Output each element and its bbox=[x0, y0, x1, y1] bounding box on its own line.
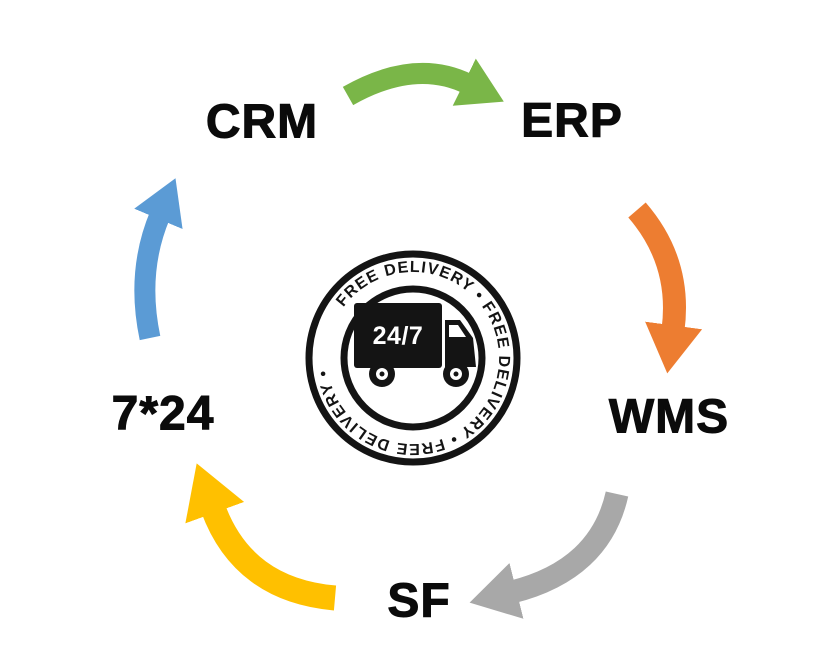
node-label-crm: CRM bbox=[205, 95, 319, 149]
truck-wheel-rear-hub bbox=[379, 371, 385, 377]
node-label-support: 7*24 bbox=[111, 387, 215, 441]
truck-wheel-front-hub bbox=[453, 371, 459, 377]
node-label-sf: SF bbox=[387, 574, 451, 628]
truck-box bbox=[354, 303, 442, 368]
arrow-sf-to-support bbox=[185, 463, 337, 611]
delivery-truck-icon: 24/7 bbox=[354, 303, 476, 387]
truck-247-label: 24/7 bbox=[373, 322, 424, 350]
node-label-erp: ERP bbox=[521, 94, 623, 148]
node-label-wms: WMS bbox=[608, 390, 730, 444]
arrow-crm-to-erp bbox=[342, 58, 504, 106]
arrow-erp-to-wms bbox=[628, 202, 703, 374]
free-delivery-badge: FREE DELIVERY • FREE DELIVERY • FREE DEL… bbox=[305, 250, 521, 466]
truck-window bbox=[449, 325, 466, 337]
arrow-support-to-crm bbox=[134, 178, 183, 341]
arrow-wms-to-sf bbox=[469, 491, 629, 619]
